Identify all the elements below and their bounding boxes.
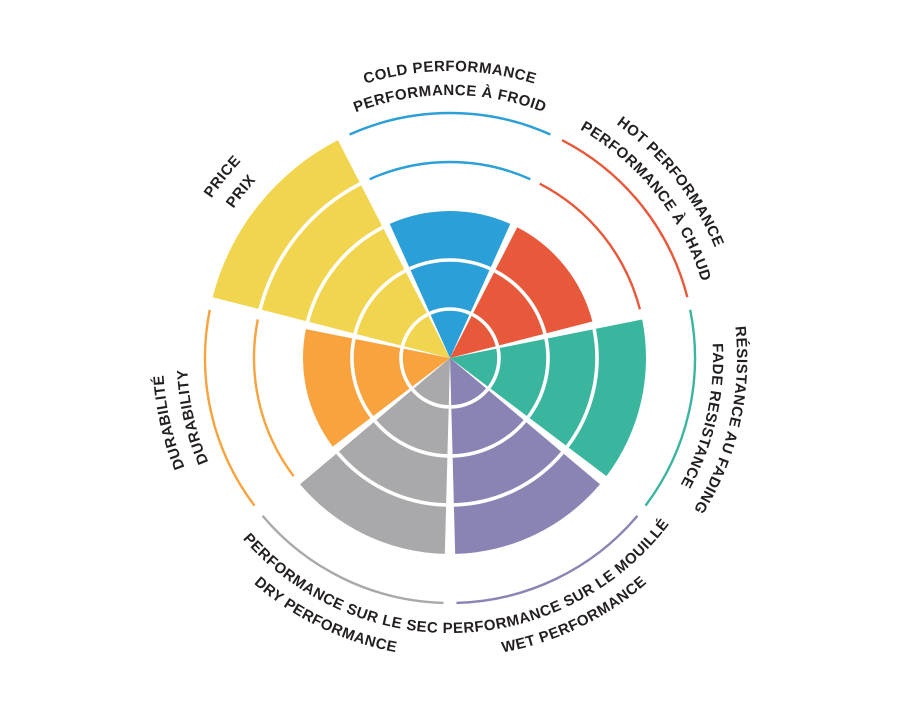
wedge-wet-performance	[450, 358, 600, 554]
ring-divider	[400, 312, 429, 347]
level-arc	[252, 319, 295, 477]
ring-divider	[399, 348, 413, 389]
ring-divider	[305, 225, 384, 322]
ring-divider	[453, 451, 564, 507]
ring-divider	[494, 269, 547, 335]
label-cold-performance-inner: PERFORMANCE À FROID	[351, 82, 548, 116]
level-arc	[539, 182, 642, 310]
ring-divider	[411, 388, 449, 409]
ring-divider	[373, 419, 448, 458]
wedge-price	[212, 140, 450, 358]
level-arc	[456, 514, 639, 605]
ring-divider	[451, 388, 489, 409]
ring-divider	[409, 258, 491, 271]
ring-divider	[487, 348, 501, 389]
ring-divider	[258, 182, 362, 310]
level-arc	[203, 309, 256, 507]
level-arc	[261, 514, 444, 605]
ring-divider	[429, 307, 471, 315]
level-arc	[369, 160, 531, 181]
wedge-durability	[303, 329, 450, 447]
ring-divider	[452, 419, 527, 458]
level-arc	[561, 139, 689, 298]
wedge-dry-performance	[300, 358, 450, 554]
ring-divider	[350, 338, 374, 419]
ring-divider	[471, 312, 500, 347]
ring-divider	[336, 451, 447, 507]
ring-divider	[353, 269, 406, 335]
ring-divider	[565, 328, 599, 448]
level-arc	[349, 111, 551, 136]
label-hot-performance-outer: HOT PERFORMANCE	[614, 114, 727, 250]
ring-divider	[526, 338, 550, 419]
level-arc	[644, 309, 697, 507]
wedge-cold-performance	[389, 211, 511, 358]
